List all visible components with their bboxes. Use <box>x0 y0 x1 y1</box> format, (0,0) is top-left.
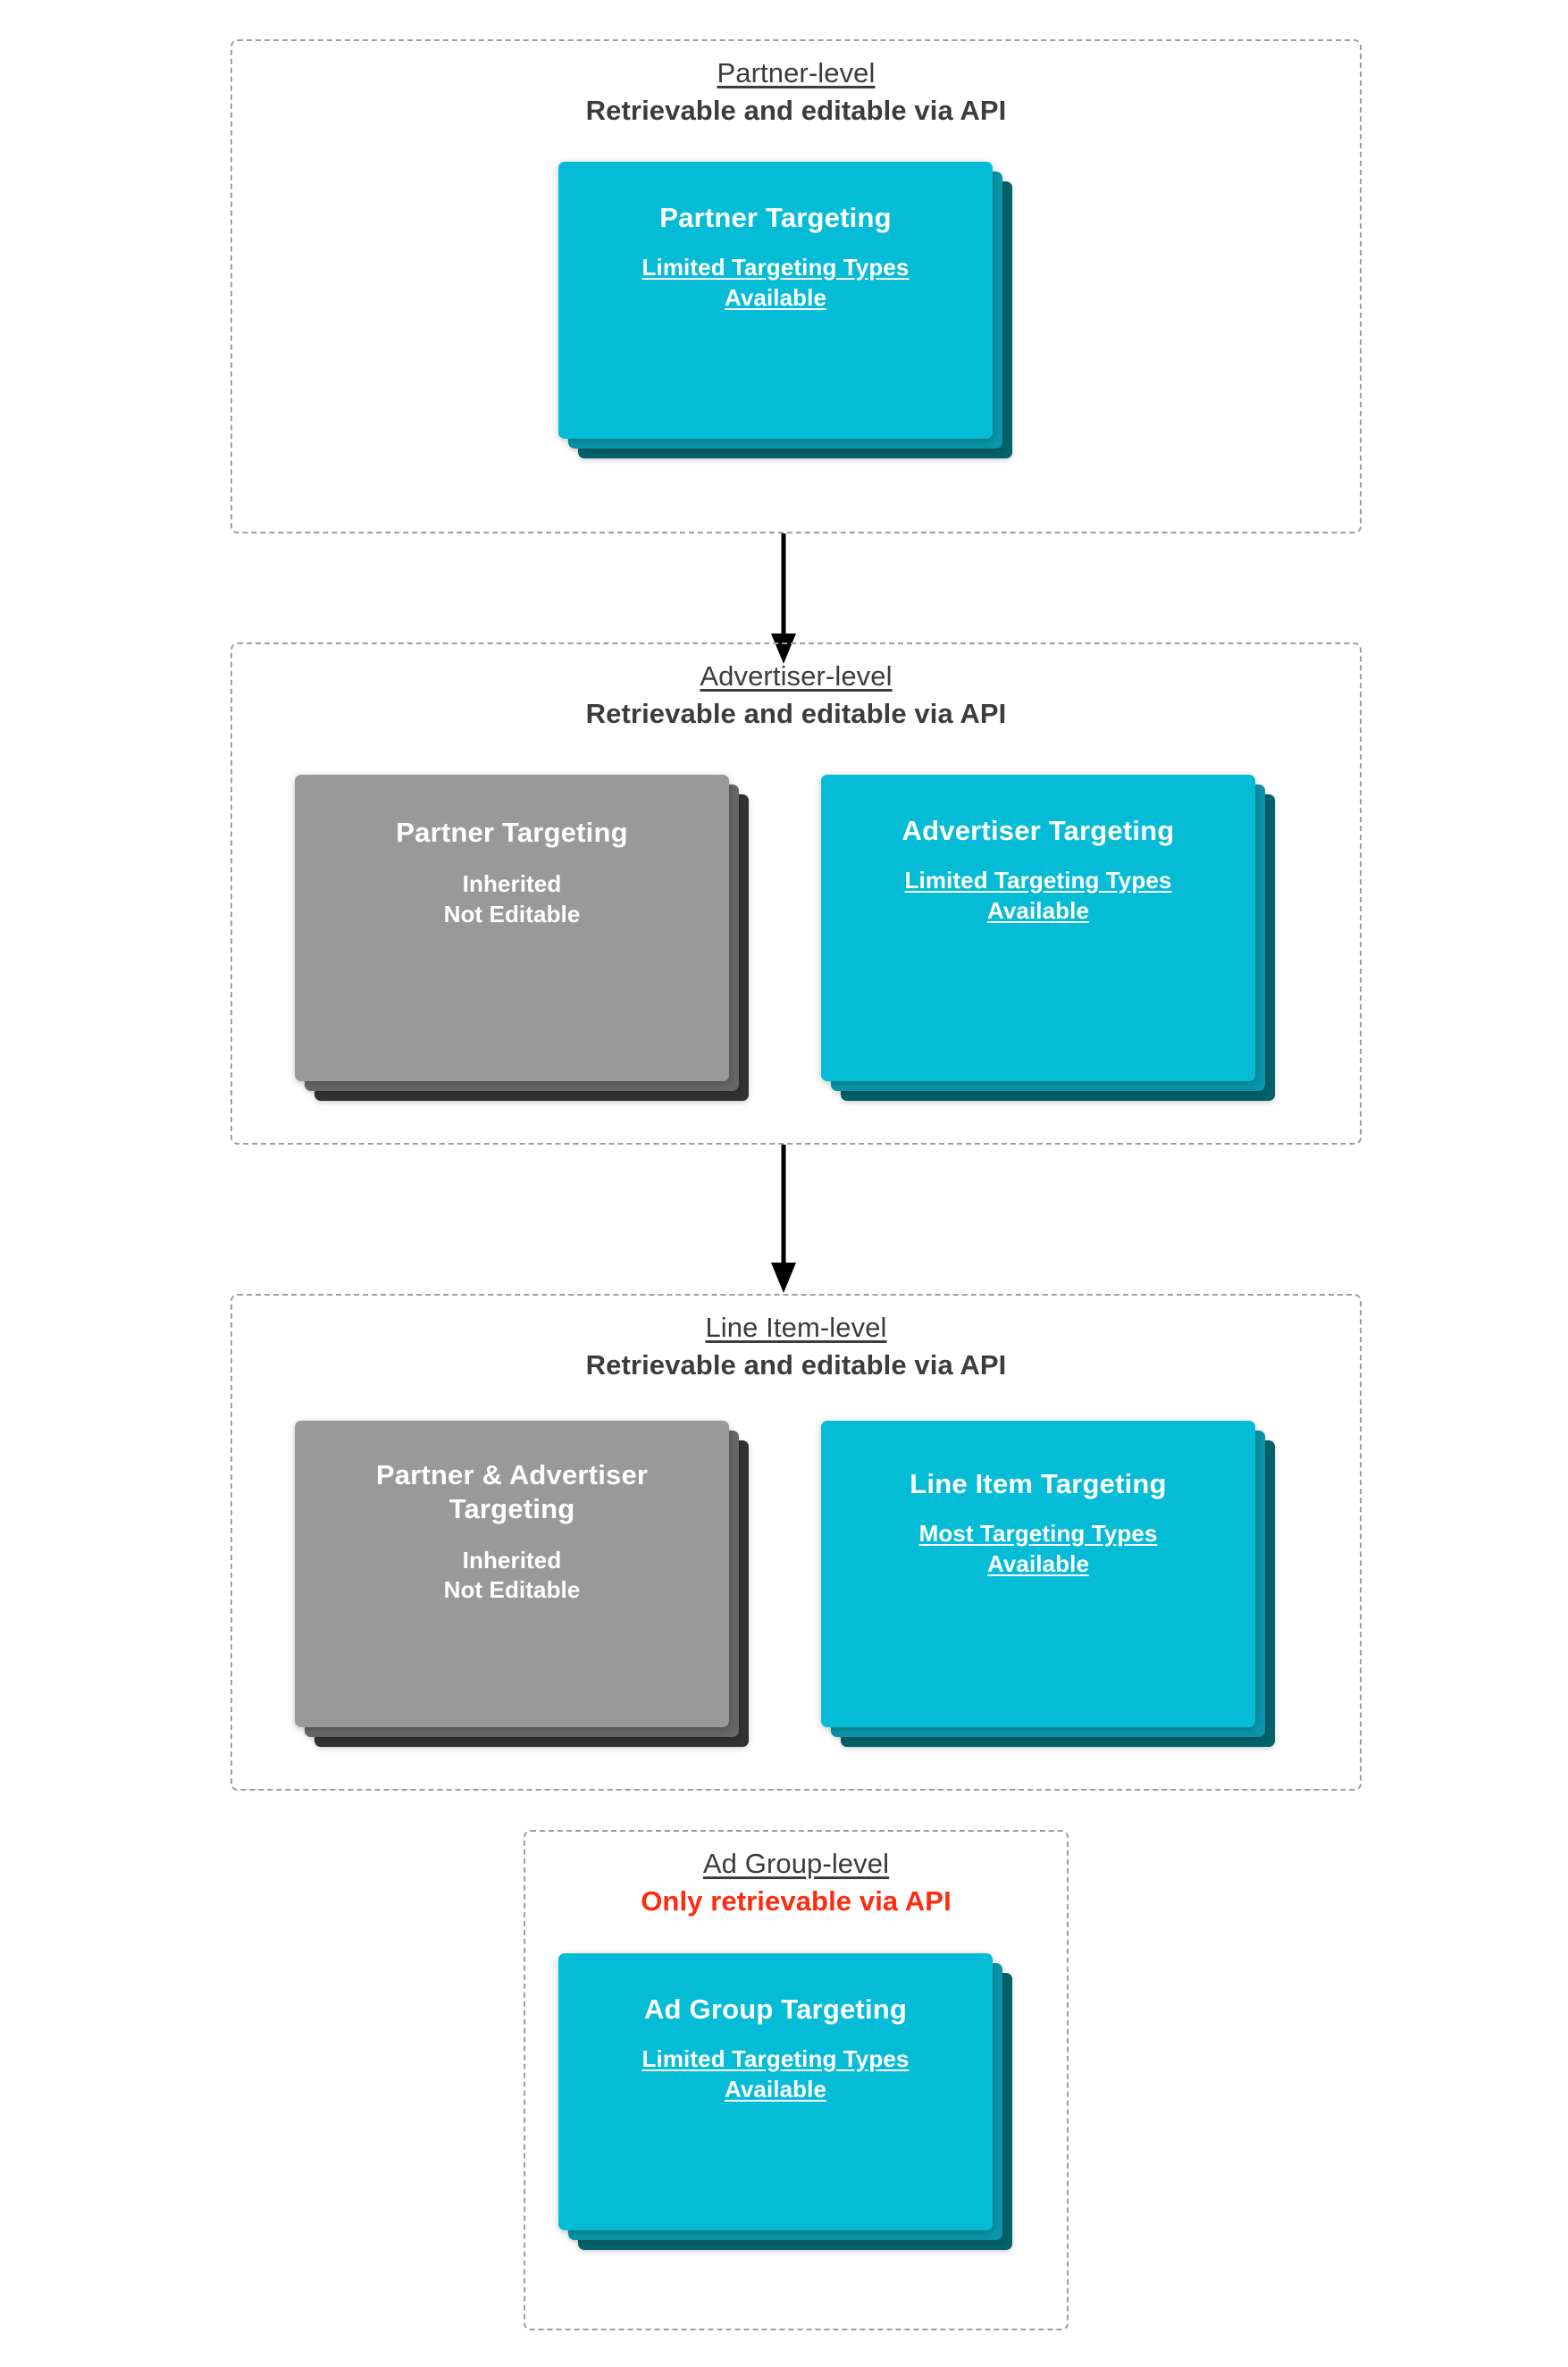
card-front-advertiser-targeting[interactable]: Advertiser Targeting Limited Targeting T… <box>821 775 1255 1081</box>
level-box-partner: Partner-level Retrievable and editable v… <box>231 39 1362 533</box>
level-header-ad-group: Ad Group-level Only retrievable via API <box>525 1848 1067 1918</box>
level-title-partner: Partner-level <box>717 57 876 88</box>
level-subtitle-advertiser: Retrievable and editable via API <box>585 697 1007 729</box>
card-title: Line Item Targeting <box>910 1468 1167 1499</box>
level-subtitle-ad-group: Only retrievable via API <box>641 1884 952 1917</box>
card-note: Most Targeting Types Available <box>918 1519 1158 1577</box>
level-box-line-item: Line Item-level Retrievable and editable… <box>231 1294 1362 1791</box>
card-stack-inherited-partner-targeting: Partner Targeting Inherited Not Editable <box>295 775 749 1101</box>
card-note: Limited Targeting Types Available <box>641 2044 910 2103</box>
card-front-inherited-partner-targeting[interactable]: Partner Targeting Inherited Not Editable <box>295 775 729 1081</box>
card-note: Limited Targeting Types Available <box>904 866 1172 924</box>
level-title-advertiser: Advertiser-level <box>700 660 893 692</box>
level-box-advertiser: Advertiser-level Retrievable and editabl… <box>231 642 1362 1145</box>
card-note: Inherited Not Editable <box>443 869 581 927</box>
card-note: Inherited Not Editable <box>443 1546 581 1604</box>
card-stack-advertiser-targeting: Advertiser Targeting Limited Targeting T… <box>821 775 1275 1101</box>
card-front-inherited-partner-advertiser-targeting[interactable]: Partner & Advertiser Targeting Inherited… <box>295 1421 729 1727</box>
card-title: Partner & Advertiser Targeting <box>375 1459 649 1524</box>
level-box-ad-group: Ad Group-level Only retrievable via API … <box>524 1830 1069 2330</box>
card-front-partner-targeting[interactable]: Partner Targeting Limited Targeting Type… <box>558 162 993 439</box>
card-title: Advertiser Targeting <box>901 815 1175 846</box>
card-front-ad-group-targeting[interactable]: Ad Group Targeting Limited Targeting Typ… <box>558 1953 993 2230</box>
card-stack-ad-group-targeting: Ad Group Targeting Limited Targeting Typ… <box>558 1953 1012 2250</box>
card-note: Limited Targeting Types Available <box>641 253 910 311</box>
level-header-partner: Partner-level Retrievable and editable v… <box>232 57 1360 127</box>
level-subtitle-line-item: Retrievable and editable via API <box>585 1348 1007 1381</box>
card-title: Partner Targeting <box>659 202 892 233</box>
level-title-ad-group: Ad Group-level <box>702 1848 890 1879</box>
card-stack-partner-targeting: Partner Targeting Limited Targeting Type… <box>558 162 1012 458</box>
arrow-partner-to-advertiser <box>771 533 796 664</box>
card-title: Partner Targeting <box>396 817 628 848</box>
card-stack-line-item-targeting: Line Item Targeting Most Targeting Types… <box>821 1421 1275 1747</box>
level-header-advertiser: Advertiser-level Retrievable and editabl… <box>232 660 1360 730</box>
card-front-line-item-targeting[interactable]: Line Item Targeting Most Targeting Types… <box>821 1421 1255 1727</box>
level-header-line-item: Line Item-level Retrievable and editable… <box>232 1312 1360 1381</box>
card-title: Ad Group Targeting <box>643 1993 908 2025</box>
card-stack-inherited-partner-advertiser-targeting: Partner & Advertiser Targeting Inherited… <box>295 1421 749 1747</box>
level-subtitle-partner: Retrievable and editable via API <box>585 94 1007 126</box>
arrow-advertiser-to-line-item <box>771 1145 796 1293</box>
level-title-line-item: Line Item-level <box>705 1312 887 1343</box>
